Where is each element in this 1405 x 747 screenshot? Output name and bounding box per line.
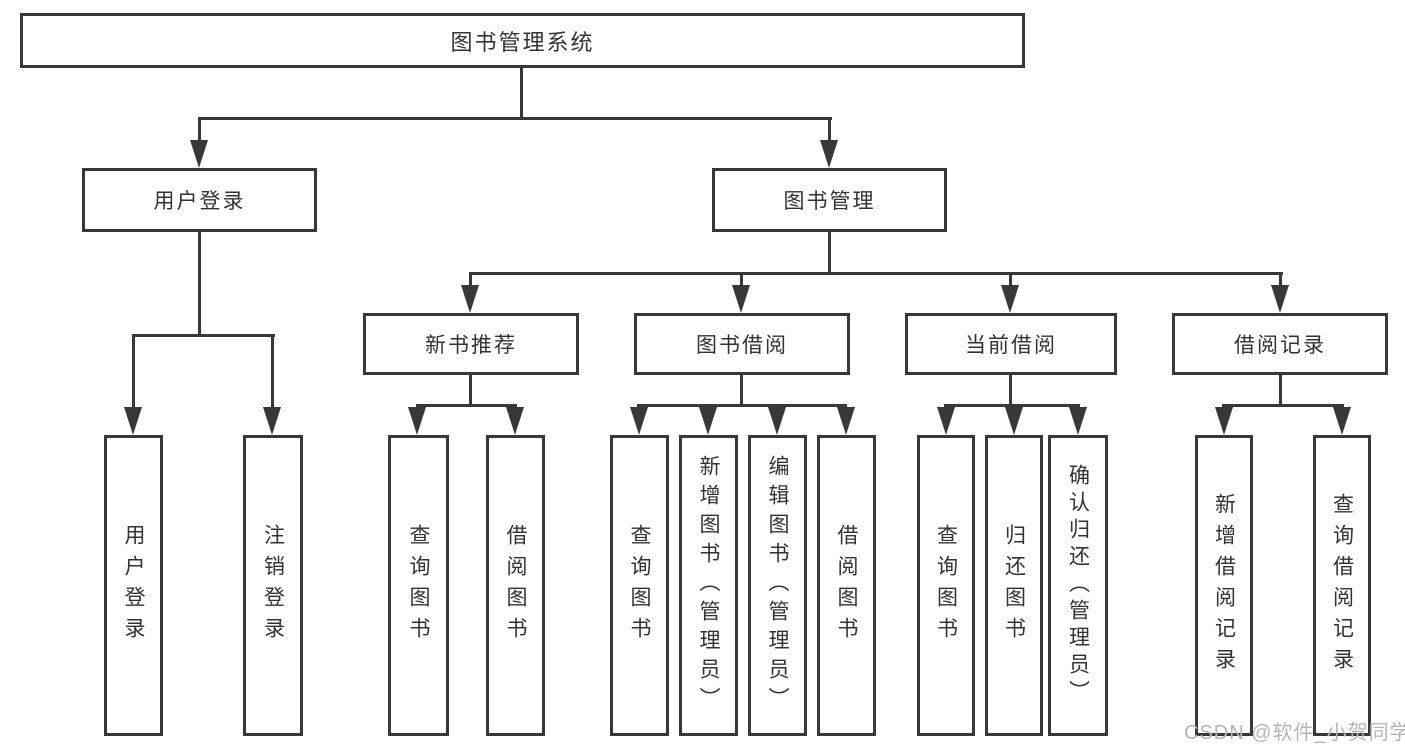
connector-current-borrowing-stem [1009, 375, 1012, 407]
leaf-label: 归还图书 [1002, 523, 1026, 648]
arrow-down-icon [408, 407, 426, 435]
connector-root-bus [198, 117, 832, 120]
node-label: 当前借阅 [965, 334, 1057, 357]
leaf-label: 新增图书（管理员） [697, 455, 720, 716]
leaf-label: 查询图书 [407, 523, 430, 648]
node-label: 借阅记录 [1234, 334, 1326, 357]
connector-new-book-stem [469, 375, 472, 407]
leaf-label: 查询图书 [934, 523, 958, 648]
arrow-down-icon [1001, 285, 1019, 313]
leaf-edit-books-admin: 编辑图书（管理员） [748, 435, 807, 736]
leaf-add-borrow-record: 新增借阅记录 [1195, 435, 1253, 736]
connector-new-book-bus [416, 404, 517, 407]
arrow-down-icon [1333, 407, 1351, 435]
leaf-confirm-return-admin: 确认归还（管理员） [1048, 435, 1108, 736]
arrow-down-icon [124, 407, 142, 435]
connector-borrowing-records-stem [1279, 375, 1282, 407]
arrow-down-icon [837, 407, 855, 435]
leaf-label: 注销登录 [261, 523, 285, 648]
connector-borrowing-records-bus [1222, 404, 1344, 407]
leaf-user-login: 用户登录 [104, 435, 163, 736]
connector-book-borrowing-bus [637, 404, 847, 407]
connector-to-leaf-logout [271, 334, 274, 429]
node-label: 图书管理 [783, 190, 876, 213]
connector-to-book-management [828, 117, 831, 162]
arrow-down-icon [263, 407, 281, 435]
leaf-label: 查询借阅记录 [1330, 492, 1354, 679]
leaf-label: 编辑图书（管理员） [766, 455, 789, 716]
node-current-borrowing: 当前借阅 [905, 313, 1117, 375]
connector-book-management-bus [469, 272, 1283, 275]
node-book-management: 图书管理 [712, 168, 947, 232]
leaf-query-borrow-record: 查询借阅记录 [1313, 435, 1371, 736]
node-borrowing-records: 借阅记录 [1172, 313, 1388, 375]
arrow-down-icon [699, 407, 717, 435]
leaf-borrow-books-borrowing: 借阅图书 [817, 435, 876, 736]
leaf-query-books-current: 查询图书 [917, 435, 975, 736]
arrow-down-icon [732, 285, 750, 313]
leaf-label: 确认归还（管理员） [1066, 464, 1090, 707]
leaf-label: 用户登录 [122, 523, 145, 648]
leaf-borrow-books-recommend: 借阅图书 [486, 435, 545, 736]
connector-to-user-login [198, 117, 201, 162]
arrow-down-icon [768, 407, 786, 435]
leaf-label: 查询图书 [628, 523, 651, 648]
arrow-down-icon [937, 407, 955, 435]
connector-root-stem [520, 68, 523, 120]
arrow-down-icon [461, 285, 479, 313]
connector-book-management-stem [828, 232, 831, 275]
node-user-login: 用户登录 [82, 168, 317, 232]
arrow-down-icon [630, 407, 648, 435]
leaf-query-books-recommend: 查询图书 [388, 435, 449, 736]
connector-user-login-bus [132, 334, 275, 337]
leaf-query-books-borrowing: 查询图书 [610, 435, 669, 736]
watermark: CSDN @软件_小贺同学 [1184, 722, 1405, 744]
leaf-logout: 注销登录 [243, 435, 303, 736]
leaf-label: 新增借阅记录 [1212, 492, 1236, 679]
arrow-down-icon [1271, 285, 1289, 313]
arrow-down-icon [506, 407, 524, 435]
node-book-borrowing: 图书借阅 [634, 313, 850, 375]
connector-book-borrowing-stem [740, 375, 743, 407]
arrow-down-icon [1215, 407, 1233, 435]
connector-user-login-stem [198, 232, 201, 337]
leaf-return-books: 归还图书 [985, 435, 1043, 736]
leaf-label: 借阅图书 [835, 523, 858, 648]
arrow-down-icon [1005, 407, 1023, 435]
connector-to-leaf-user-login [132, 334, 135, 429]
connector-current-borrowing-bus [944, 404, 1080, 407]
arrow-down-icon [820, 140, 838, 168]
node-label: 图书管理系统 [450, 29, 595, 55]
arrow-down-icon [190, 140, 208, 168]
node-new-book-recommend: 新书推荐 [363, 313, 579, 375]
node-label: 新书推荐 [425, 334, 517, 357]
node-label: 用户登录 [153, 190, 246, 213]
leaf-add-books-admin: 新增图书（管理员） [679, 435, 738, 736]
node-library-system: 图书管理系统 [20, 13, 1025, 68]
node-label: 图书借阅 [696, 334, 788, 357]
arrow-down-icon [1069, 407, 1087, 435]
leaf-label: 借阅图书 [504, 523, 527, 648]
